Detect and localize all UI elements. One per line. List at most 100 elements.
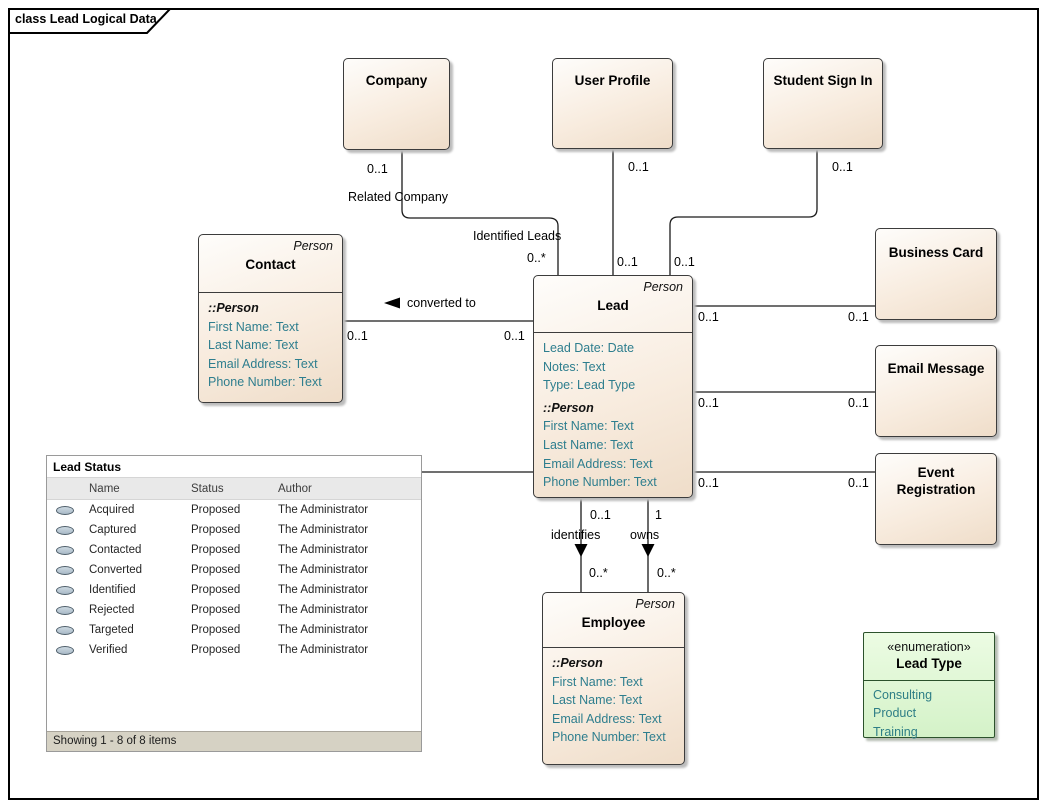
multiplicity-label: 0..1 (367, 162, 388, 176)
identifies-arrowhead (574, 544, 588, 557)
cell-status: Proposed (191, 544, 241, 556)
attribute: First Name: Text (552, 674, 643, 689)
column-header-name: Name (89, 482, 120, 495)
role-label: Identified Leads (473, 229, 562, 243)
class-business-card[interactable]: Business Card (875, 228, 997, 320)
table-row[interactable]: Identified Proposed The Administrator (47, 580, 421, 600)
enumeration-stereotype: «enumeration» (887, 640, 971, 654)
element-status-icon (56, 565, 74, 575)
class-stereotype: Person (635, 597, 675, 611)
class-stereotype: Person (293, 239, 333, 253)
cell-name: Verified (89, 644, 128, 656)
class-name: Event Registration (896, 465, 976, 497)
diagram-title: class Lead Logical Data (15, 12, 157, 26)
cell-name: Contacted (89, 544, 142, 556)
enum-literal: Product (873, 706, 917, 721)
class-name: Business Card (888, 245, 984, 260)
attribute: Email Address: Text (208, 356, 318, 371)
cell-author: The Administrator (278, 504, 369, 516)
cell-status: Proposed (191, 584, 241, 596)
class-lead[interactable]: Person Lead Lead Date: Date Notes: Text … (533, 275, 693, 498)
class-contact[interactable]: Person Contact ::Person First Name: Text… (198, 234, 343, 403)
diagram-frame (8, 8, 1039, 800)
element-status-icon (56, 645, 74, 655)
multiplicity-label: 1 (655, 508, 662, 522)
class-name: Email Message (887, 361, 985, 376)
association-name-label: owns (630, 528, 660, 542)
multiplicity-label: 0..1 (832, 160, 853, 174)
class-name: Employee (581, 615, 646, 630)
class-employee[interactable]: Person Employee ::Person First Name: Tex… (542, 592, 685, 765)
diagram-frame-tab (8, 8, 173, 34)
cell-name: Converted (89, 564, 143, 576)
table-row[interactable]: Captured Proposed The Administrator (47, 520, 421, 540)
attribute: Lead Date: Date (543, 341, 635, 355)
class-email-message[interactable]: Email Message (875, 345, 997, 437)
attribute: Type: Lead Type (543, 378, 636, 393)
cell-status: Proposed (191, 624, 241, 636)
class-name: Contact (245, 257, 296, 272)
element-status-icon (56, 625, 74, 635)
cell-author: The Administrator (278, 644, 369, 656)
table-header-row: Name Status Author (47, 477, 421, 500)
attribute: Email Address: Text (543, 456, 653, 471)
connector-company-lead[interactable] (401, 150, 559, 276)
multiplicity-label: 0..1 (698, 396, 719, 410)
lead-status-table[interactable]: Lead Status Name Status Author Acquired … (46, 455, 422, 752)
cell-name: Captured (89, 524, 137, 536)
multiplicity-label: 0..1 (848, 396, 869, 410)
column-header-author: Author (278, 482, 312, 495)
table-footer: Showing 1 - 8 of 8 items (47, 731, 421, 751)
owns-arrowhead (641, 544, 655, 557)
multiplicity-label: 0..* (589, 566, 608, 580)
cell-name: Targeted (89, 624, 134, 636)
inherited-section-label: ::Person (552, 656, 603, 670)
multiplicity-label: 0..* (527, 251, 546, 265)
element-status-icon (56, 605, 74, 615)
cell-author: The Administrator (278, 604, 369, 616)
connector-studentsignin-lead[interactable] (669, 149, 818, 276)
association-name-label: identifies (551, 528, 601, 542)
multiplicity-label: 0..1 (698, 310, 719, 324)
class-event-registration[interactable]: Event Registration (875, 453, 997, 545)
table-title: Lead Status (47, 456, 421, 477)
cell-status: Proposed (191, 524, 241, 536)
multiplicity-label: 0..1 (848, 310, 869, 324)
attribute: Phone Number: Text (543, 475, 657, 490)
attribute: First Name: Text (208, 319, 299, 334)
multiplicity-label: 0..1 (848, 476, 869, 490)
enumeration-lead-type[interactable]: «enumeration» Lead Type Consulting Produ… (863, 632, 995, 739)
table-row[interactable]: Verified Proposed The Administrator (47, 640, 421, 660)
table-row[interactable]: Converted Proposed The Administrator (47, 560, 421, 580)
cell-author: The Administrator (278, 524, 369, 536)
element-status-icon (56, 525, 74, 535)
table-row[interactable]: Rejected Proposed The Administrator (47, 600, 421, 620)
class-stereotype: Person (643, 280, 683, 294)
class-name: Lead (597, 298, 629, 313)
class-user-profile[interactable]: User Profile (552, 58, 673, 149)
inherited-section-label: ::Person (208, 301, 259, 315)
cell-name: Rejected (89, 604, 135, 616)
attribute: Last Name: Text (208, 338, 299, 353)
multiplicity-label: 0..1 (628, 160, 649, 174)
enumeration-name: Lead Type (896, 656, 962, 671)
class-student-sign-in[interactable]: Student Sign In (763, 58, 883, 149)
class-company[interactable]: Company (343, 58, 450, 150)
enum-literal: Training (873, 724, 918, 739)
cell-author: The Administrator (278, 564, 369, 576)
attribute: Phone Number: Text (552, 730, 666, 745)
table-row[interactable]: Acquired Proposed The Administrator (47, 500, 421, 520)
converted-to-direction-arrow (384, 297, 400, 309)
multiplicity-label: 0..* (657, 566, 676, 580)
multiplicity-label: 0..1 (698, 476, 719, 490)
attribute: Last Name: Text (552, 693, 643, 708)
element-status-icon (56, 505, 74, 515)
cell-author: The Administrator (278, 544, 369, 556)
table-row[interactable]: Contacted Proposed The Administrator (47, 540, 421, 560)
column-header-status: Status (191, 482, 224, 495)
multiplicity-label: 0..1 (347, 329, 368, 343)
table-row[interactable]: Targeted Proposed The Administrator (47, 620, 421, 640)
attribute: Phone Number: Text (208, 375, 322, 390)
